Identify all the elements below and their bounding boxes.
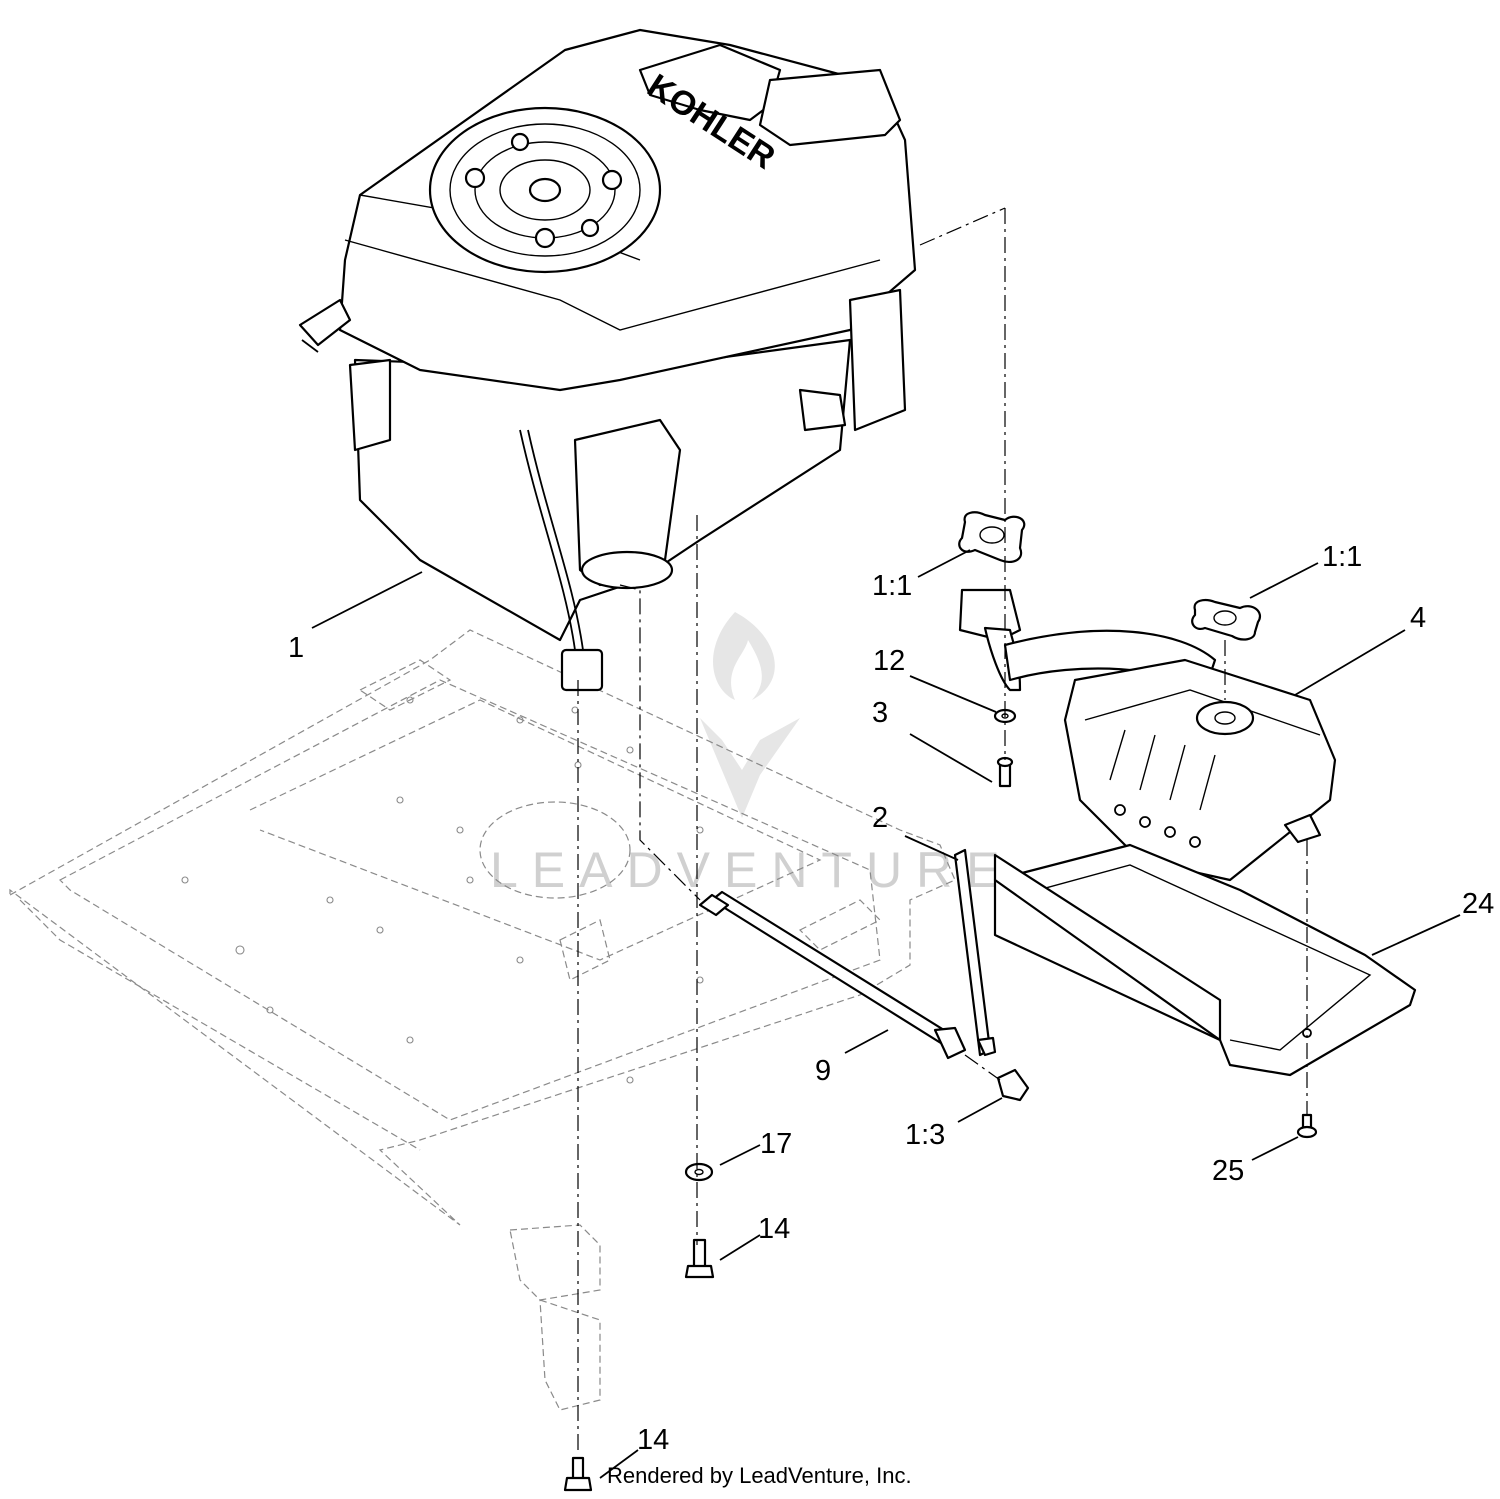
- callout-washer-17: 17: [760, 1128, 792, 1160]
- callout-labels: 1 2 3 4 9 12 14 14 17 24 25 1:1 1:1 1:3: [288, 541, 1494, 1456]
- callout-drain-cap: 1:3: [905, 1119, 945, 1151]
- render-credit: Rendered by LeadVenture, Inc.: [607, 1463, 912, 1488]
- gasket-left-drawing: [958, 511, 1026, 564]
- heat-shield-drawing: [993, 843, 1417, 1077]
- dipstick-drawing: [953, 848, 997, 1057]
- callout-bolt-3: 3: [872, 697, 888, 729]
- muffler-drawing: [958, 588, 1337, 882]
- callout-engine: 1: [288, 632, 304, 664]
- callout-bolt-14-upper: 14: [758, 1213, 790, 1245]
- leader-lines: [311, 549, 1461, 1479]
- callout-gasket-right: 1:1: [1322, 541, 1362, 573]
- center-lines: [577, 207, 1308, 1455]
- callout-heat-shield: 24: [1462, 888, 1494, 920]
- callout-bolt-14-lower: 14: [637, 1424, 669, 1456]
- watermark-text: LEADVENTURE: [490, 842, 1014, 898]
- engine-drawing: KOHLER: [298, 28, 917, 692]
- frame-ghost: [9, 629, 956, 1411]
- fasteners-drawing: [563, 708, 1318, 1492]
- gasket-right-drawing: [1191, 599, 1261, 641]
- callout-oil-drain-hose: 9: [815, 1055, 831, 1087]
- callout-muffler: 4: [1410, 602, 1426, 634]
- callout-gasket-left: 1:1: [872, 570, 912, 602]
- callout-screw-25: 25: [1212, 1155, 1244, 1187]
- callout-dipstick-tube: 2: [872, 802, 888, 834]
- oil-drain-hose-drawing: [698, 890, 1030, 1102]
- callout-washer-12: 12: [873, 645, 905, 677]
- leadventure-watermark: LEADVENTURE: [490, 612, 1014, 898]
